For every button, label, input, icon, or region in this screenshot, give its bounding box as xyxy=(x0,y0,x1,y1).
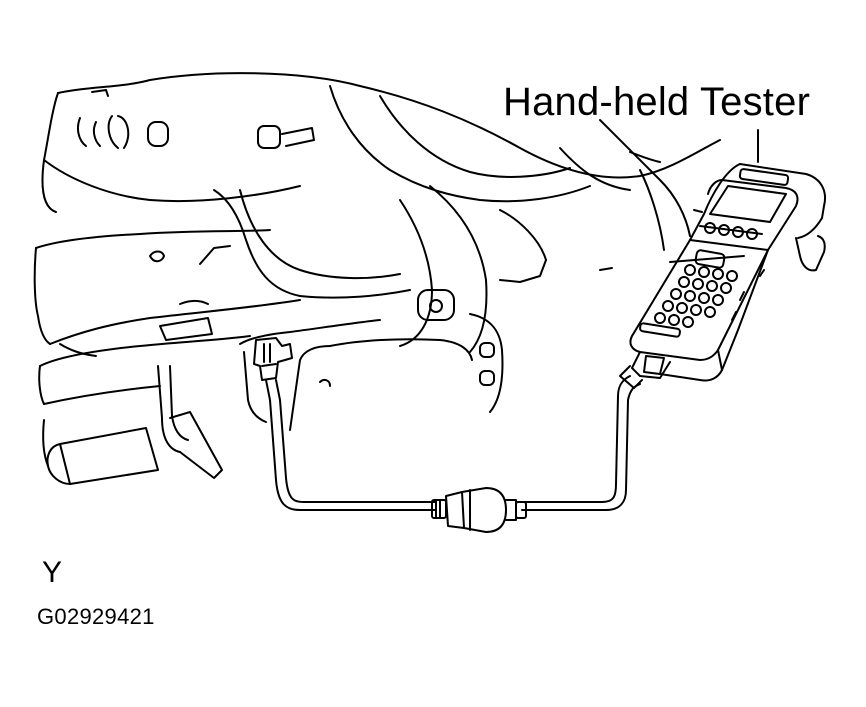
view-marker-label: Y xyxy=(42,556,63,589)
tester-keypad xyxy=(655,265,737,327)
hand-held-tester-label: Hand-held Tester xyxy=(503,80,811,124)
dashboard-lower-panel xyxy=(35,73,720,484)
cable-adapter-icon xyxy=(432,488,526,532)
dlc-connector-icon xyxy=(254,338,292,380)
diagnostic-cable xyxy=(266,376,640,510)
hand-held-tester-icon xyxy=(620,130,825,388)
figure-code-label: G02929421 xyxy=(37,604,155,629)
